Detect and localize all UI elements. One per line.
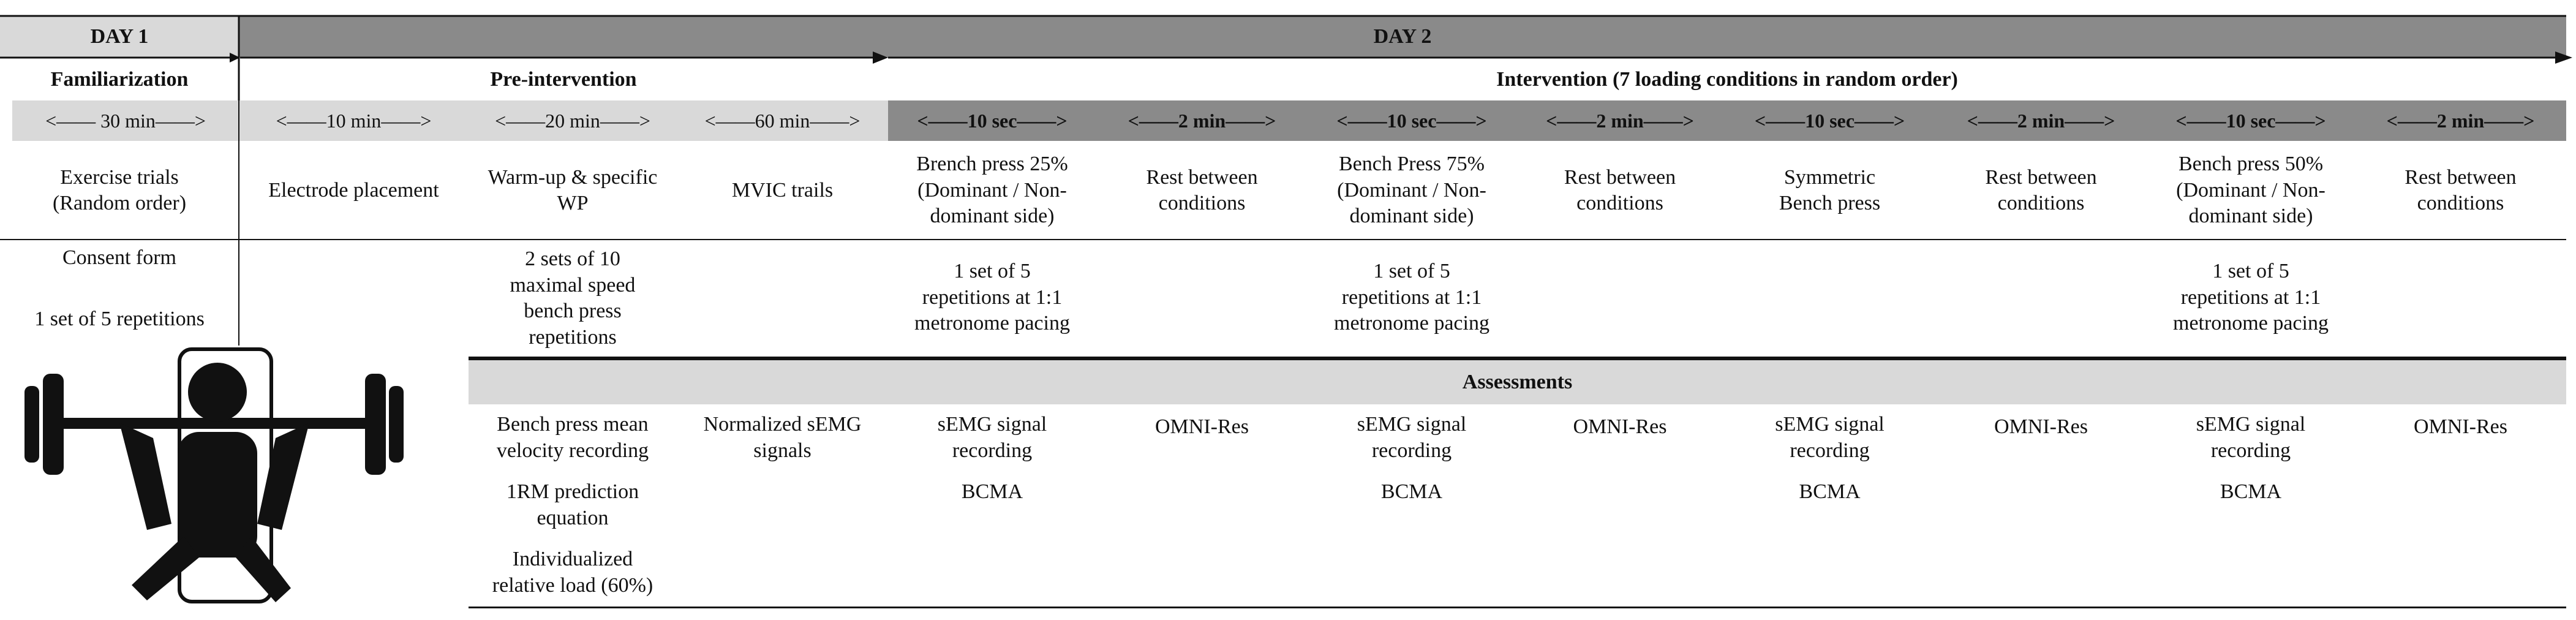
activity-7: Rest between conditions: [1564, 165, 1676, 215]
assess-bcma-2: BCMA: [1380, 480, 1443, 503]
divider-activities: [0, 239, 2566, 240]
duration-8: <——10 sec——>: [1754, 110, 1905, 132]
duration-10: <——10 sec——>: [2175, 110, 2326, 132]
duration-6: <——10 sec——>: [1336, 110, 1487, 132]
assess-omni-7: OMNI-Res: [2414, 415, 2507, 438]
activity-1: Electrode placement: [268, 178, 439, 202]
duration-0: <—— 30 min——>: [45, 110, 206, 132]
activity-10: Bench press 50% (Dominant / Non- dominan…: [2176, 153, 2326, 228]
assess-semg-0: sEMG signal recording: [937, 413, 1047, 462]
assess-bcma-0: BCMA: [961, 480, 1023, 503]
arrow-head-day1: [230, 53, 240, 62]
divider-assessments-top: [469, 357, 2566, 360]
assessments-band: [469, 360, 2566, 404]
arrow-head-pre: [873, 51, 888, 64]
day2-label: DAY 2: [1373, 25, 1432, 48]
activity-5: Rest between conditions: [1146, 165, 1258, 215]
activity-9: Rest between conditions: [1985, 165, 2097, 215]
assess-semg-4: sEMG signal recording: [1775, 413, 1885, 462]
assess-bcma-6: BCMA: [2220, 480, 2282, 503]
assess-omni-1: OMNI-Res: [1155, 415, 1249, 438]
duration-3: <——60 min——>: [704, 110, 861, 132]
bench-press-icon: [24, 347, 404, 603]
day1-band: [0, 16, 239, 58]
consent-form: Consent form: [62, 246, 177, 269]
activity-2: Warm-up & specific WP: [488, 165, 658, 215]
assess-semg-6: sEMG signal recording: [2196, 413, 2306, 462]
familiarization-reps: 1 set of 5 repetitions: [34, 308, 205, 330]
duration-4: <——10 sec——>: [917, 110, 1068, 132]
assess-omni-5: OMNI-Res: [1994, 415, 2088, 438]
divider-bottom: [469, 607, 2566, 608]
arrow-head-intervention: [2555, 51, 2572, 64]
day1-label: DAY 1: [90, 25, 149, 48]
assess-velocity: Bench press mean velocity recording: [496, 413, 649, 462]
assess-normalized-semg: Normalized sEMG signals: [703, 413, 862, 462]
duration-2: <——20 min——>: [495, 110, 650, 132]
divider-day1: [238, 100, 239, 346]
assessments-label: Assessments: [1462, 370, 1573, 393]
activity-4: Brench press 25% (Dominant / Non- domina…: [916, 153, 1068, 228]
day2-band: [239, 16, 2566, 58]
pacing-75: 1 set of 5 repetitions at 1:1 metronome …: [1334, 260, 1489, 335]
duration-5: <——2 min——>: [1128, 110, 1276, 132]
duration-band-dark: [888, 100, 2566, 141]
assess-bcma-4: BCMA: [1799, 480, 1861, 503]
pacing-50: 1 set of 5 repetitions at 1:1 metronome …: [2173, 260, 2329, 335]
duration-9: <——2 min——>: [1967, 110, 2115, 132]
familiarization-label: Familiarization: [50, 67, 189, 91]
assess-semg-2: sEMG signal recording: [1357, 413, 1467, 462]
warmup-sets: 2 sets of 10 maximal speed bench press r…: [510, 248, 636, 349]
assess-omni-3: OMNI-Res: [1573, 415, 1667, 438]
pacing-25: 1 set of 5 repetitions at 1:1 metronome …: [914, 260, 1070, 335]
duration-7: <——2 min——>: [1546, 110, 1694, 132]
assess-relative-load: Individualized relative load (60%): [492, 548, 653, 597]
activity-6: Bench Press 75% (Dominant / Non- dominan…: [1337, 153, 1486, 228]
phase-arrows: [0, 15, 2572, 123]
assess-1rm: 1RM prediction equation: [506, 480, 639, 529]
pre-intervention-label: Pre-intervention: [490, 67, 637, 91]
activity-3: MVIC trails: [731, 178, 834, 202]
duration-1: <——10 min——>: [276, 110, 432, 132]
activity-8: Symmetric Bench press: [1779, 165, 1881, 215]
duration-11: <——2 min——>: [2386, 110, 2535, 132]
duration-band-light: [12, 100, 888, 141]
activity-0: Exercise trials (Random order): [52, 165, 187, 215]
intervention-label: Intervention (7 loading conditions in ra…: [1496, 67, 1958, 91]
activity-11: Rest between conditions: [2405, 165, 2517, 215]
